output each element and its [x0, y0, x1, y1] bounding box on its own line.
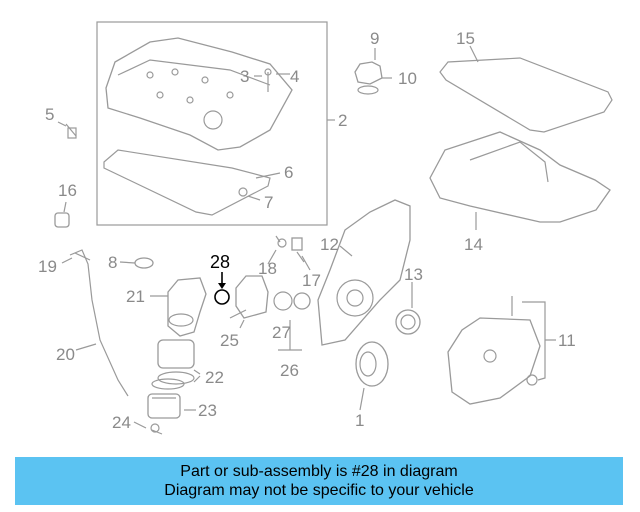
leader-lines [57, 45, 556, 429]
label-16: 16 [58, 181, 77, 200]
parts-diagram: 1 2 3 4 5 6 7 8 9 10 11 12 13 14 15 16 1… [38, 21, 613, 435]
oil-filter-element [151, 339, 195, 390]
label-3: 3 [240, 67, 249, 86]
label-12: 12 [320, 235, 339, 254]
label-9: 9 [370, 29, 379, 48]
bolt-5 [65, 123, 77, 139]
label-2: 2 [338, 111, 347, 130]
plug-16 [54, 212, 70, 228]
label-26: 26 [280, 361, 299, 380]
label-18: 18 [258, 259, 277, 278]
label-19: 19 [38, 257, 57, 276]
valve-cover-gasket [103, 149, 271, 216]
sensor-18 [275, 235, 287, 248]
crankshaft-seal [395, 309, 421, 335]
banner-line-1: Part or sub-assembly is #28 in diagram [180, 463, 458, 480]
seal-27 [273, 291, 293, 311]
label-8: 8 [108, 253, 117, 272]
label-1: 1 [355, 411, 364, 430]
drain-plug-24 [150, 423, 163, 435]
label-4: 4 [290, 67, 299, 86]
crankshaft-pulley [355, 341, 389, 387]
label-5: 5 [45, 105, 54, 124]
oil-pan-gasket [439, 57, 613, 133]
sender-17 [291, 237, 305, 263]
label-6: 6 [284, 163, 293, 182]
seal-8 [134, 257, 154, 269]
housing-25 [229, 275, 269, 319]
oil-filter-housing [167, 277, 207, 337]
label-27: 27 [272, 323, 291, 342]
label-28: 28 [210, 252, 230, 272]
oil-cooler [447, 296, 541, 405]
gasket-seal-7 [238, 187, 248, 197]
part-info-banner: Part or sub-assembly is #28 in diagram D… [15, 457, 623, 505]
timing-cover [317, 199, 411, 346]
label-13: 13 [404, 265, 423, 284]
label-7: 7 [264, 193, 273, 212]
label-25: 25 [220, 331, 239, 350]
label-17: 17 [302, 271, 321, 290]
valve-cover-inset-box [96, 21, 328, 226]
oil-pan [429, 131, 611, 223]
part-28-o-ring [214, 272, 230, 305]
label-23: 23 [198, 401, 217, 420]
label-22: 22 [205, 368, 224, 387]
oil-filler-cap [354, 61, 383, 95]
oil-filter-cap [147, 393, 181, 419]
label-10: 10 [398, 69, 417, 88]
label-24: 24 [112, 413, 131, 432]
label-11: 11 [558, 331, 576, 350]
label-21: 21 [126, 287, 145, 306]
seal-26 [293, 292, 311, 310]
label-20: 20 [56, 345, 75, 364]
label-14: 14 [464, 235, 483, 254]
valve-cover-part [105, 37, 293, 151]
label-15: 15 [456, 29, 475, 48]
dipstick [69, 249, 129, 397]
banner-line-2: Diagram may not be specific to your vehi… [164, 482, 474, 499]
